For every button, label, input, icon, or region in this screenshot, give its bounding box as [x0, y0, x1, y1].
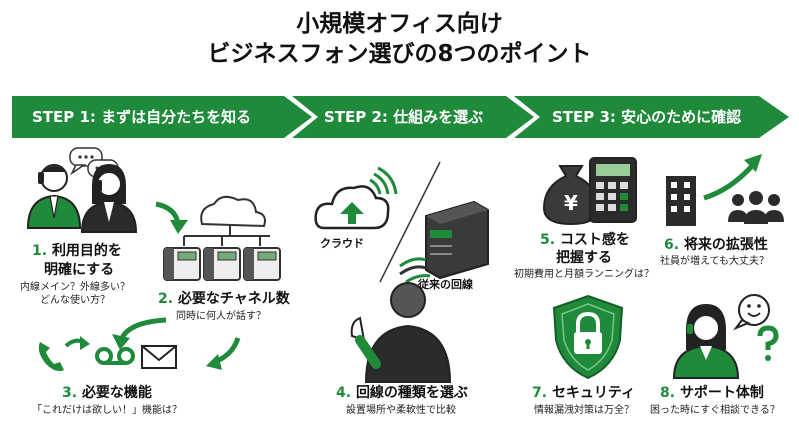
support-agent-icon [672, 304, 740, 379]
step-1-label: STEP 1: まずは自分たちを知る [32, 108, 252, 126]
shield-lock-icon [552, 294, 624, 380]
step2-illustrations [314, 161, 489, 383]
cloud-icon [200, 195, 266, 228]
cost-illustration: ¥ [542, 157, 637, 226]
voicemail-icon [95, 347, 135, 365]
point-3-title: 3. 必要な機能 [62, 385, 152, 401]
server-icon [425, 200, 489, 280]
businessman-icon [26, 164, 82, 229]
desk-phone-icon [203, 247, 241, 281]
cloud-phones-illustration [163, 195, 281, 281]
step-3-arrow: STEP 3: 安心のために確認 [514, 96, 789, 138]
team-people-icon [728, 191, 784, 224]
legacy-line-caption: 従来の回線 [418, 278, 473, 291]
step-2-arrow: STEP 2: 仕組みを選ぶ [292, 96, 534, 138]
question-mark-icon [757, 325, 779, 361]
page-title-line1: 小規模オフィス向け [296, 11, 503, 37]
point-2-title: 2. 必要なチャネル数 [158, 291, 290, 307]
step-1-arrow: STEP 1: まずは自分たちを知る [12, 96, 312, 138]
calculator-icon [589, 157, 637, 223]
desk-phone-icon [243, 247, 281, 281]
businesswoman-icon [80, 164, 138, 233]
point-3-sub: 「これだけは欲しい！」機能は？ [32, 405, 182, 416]
growth-arrow-icon [703, 154, 762, 201]
office-building-icon [666, 176, 696, 226]
yen-symbol: ¥ [564, 191, 578, 215]
smiley-bubble-icon [733, 294, 770, 331]
point-1-sub-line2: どんな使い方？ [40, 295, 110, 306]
point-4-title: 4. 回線の種類を選ぶ [336, 385, 468, 401]
step-3-label: STEP 3: 安心のために確認 [552, 108, 742, 126]
wifi-icon [369, 166, 398, 195]
desk-phone-icon [163, 247, 201, 281]
point-7-sub: 情報漏洩対策は万全？ [534, 405, 634, 416]
point-1-title-line2: 明確にする [44, 262, 115, 278]
step-2-label: STEP 2: 仕組みを選ぶ [324, 108, 484, 126]
point-5-title-line2: 把握する [556, 250, 612, 266]
point-5-sub: 初期費用と月額ランニングは？ [514, 269, 654, 280]
point-6-sub: 社員が増えても大丈夫？ [660, 256, 769, 267]
expansion-illustration [666, 154, 784, 226]
page-title-line2: ビジネスフォン選びの8つのポイント [207, 41, 592, 67]
point-7-title: 7. セキュリティ [532, 385, 636, 401]
person-thinking-icon [350, 282, 452, 383]
security-illustration [552, 294, 624, 380]
cloud-upload-icon [314, 185, 390, 230]
point-1-sub-line1: 内線メイン？外線多い？ [20, 282, 130, 293]
point-6-title: 6. 将来の拡張性 [664, 237, 768, 253]
point-8-title: 8. サポート体制 [660, 385, 764, 401]
step1-illustrations [26, 147, 241, 372]
point-5-title-line1: 5. コスト感を [540, 232, 630, 248]
mail-icon [141, 345, 177, 369]
cloud-caption: クラウド [320, 237, 364, 250]
support-illustration [672, 294, 779, 379]
point-4-sub: 設置場所や柔軟性で比較 [346, 405, 456, 416]
point-8-sub: 困った時にすぐ相談できる？ [650, 405, 780, 416]
point-2-sub: 同時に何人が話す？ [176, 311, 266, 322]
point-1-title-line1: 1. 利用目的を [32, 243, 122, 259]
phone-forward-icon [38, 336, 90, 372]
